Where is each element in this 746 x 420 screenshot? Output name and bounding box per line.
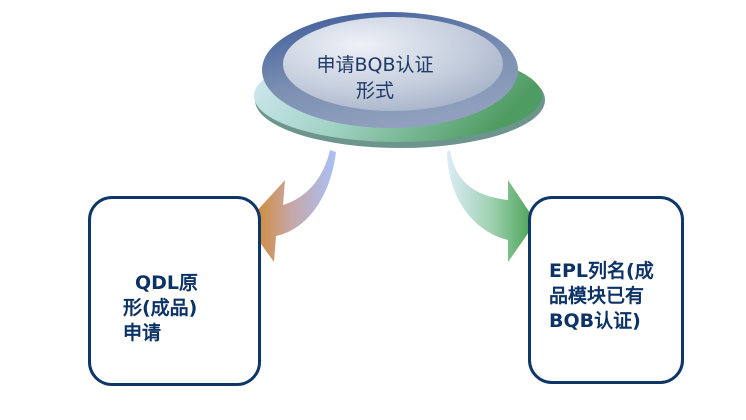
- left-node-line-3: 申请: [123, 322, 162, 344]
- right-node-line-1: EPL列名(成: [549, 260, 654, 282]
- right-node-line-3: BQB认证): [549, 310, 641, 332]
- right-node-label: EPL列名(成 品模块已有 BQB认证): [549, 259, 679, 334]
- arrow-left: [246, 150, 336, 262]
- left-node-label: QDL原 形(成品) 申请: [123, 271, 243, 346]
- arrow-right: [447, 150, 536, 262]
- right-node-box: EPL列名(成 品模块已有 BQB认证): [528, 196, 684, 384]
- center-node-label: 申请BQB认证 形式: [300, 52, 450, 104]
- center-node-shape: [254, 12, 545, 148]
- left-node-box: QDL原 形(成品) 申请: [88, 196, 261, 386]
- right-node-line-2: 品模块已有: [549, 285, 645, 307]
- center-node-line-2: 形式: [355, 80, 394, 102]
- left-node-line-2: 形(成品): [123, 297, 198, 319]
- left-node-line-1: QDL原: [135, 272, 199, 294]
- ellipse-inner: [283, 17, 503, 111]
- center-node-line-1: 申请BQB认证: [316, 54, 434, 76]
